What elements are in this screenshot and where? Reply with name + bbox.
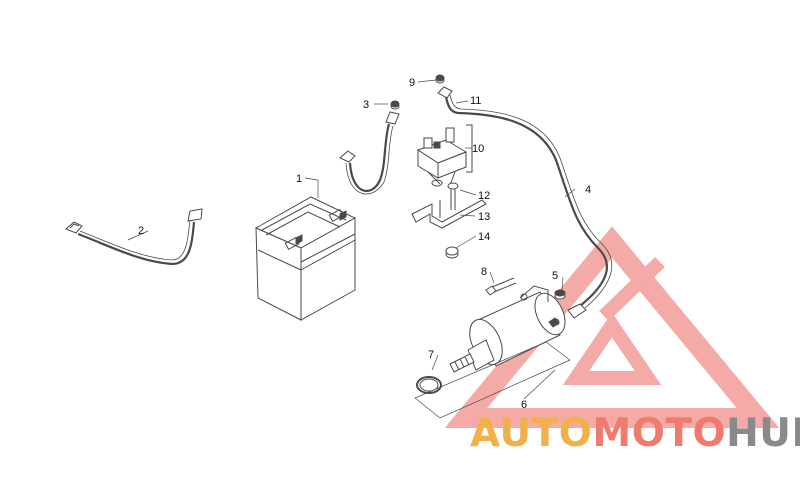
starter-cable xyxy=(438,87,612,318)
watermark-hub: HUB xyxy=(726,411,800,456)
callout-9: 9 xyxy=(409,77,415,89)
callout-6: 6 xyxy=(521,399,527,411)
solenoid-bracket xyxy=(412,200,486,228)
callout-1: 1 xyxy=(296,173,302,185)
battery-positive-cable xyxy=(340,112,399,194)
callout-7: 7 xyxy=(428,349,434,361)
callout-8: 8 xyxy=(481,266,487,278)
callout-numbers: 1 2 3 4 5 6 7 8 9 10 11 12 13 14 xyxy=(138,77,591,411)
callout-3: 3 xyxy=(363,99,369,111)
terminal-nut-left xyxy=(391,101,399,109)
starter-solenoid xyxy=(418,124,473,186)
solenoid-bolt xyxy=(448,183,458,210)
starter-mount-bolt xyxy=(486,278,516,295)
terminal-nut-top xyxy=(436,75,444,83)
starter-terminal-nut xyxy=(555,290,565,299)
callout-2: 2 xyxy=(138,225,144,237)
starter-motor xyxy=(414,286,571,419)
callout-11: 11 xyxy=(470,95,481,107)
callout-5: 5 xyxy=(552,270,558,282)
callout-leader-lines xyxy=(128,80,575,399)
starter-o-ring xyxy=(417,377,441,393)
callout-4: 4 xyxy=(585,184,591,196)
automotohub-watermark: AUTOMOTOHUB xyxy=(470,414,800,453)
callout-13: 13 xyxy=(478,211,490,223)
callout-14: 14 xyxy=(478,231,490,243)
watermark-moto: MOTO xyxy=(592,411,727,456)
callout-10: 10 xyxy=(472,143,484,155)
callout-12: 12 xyxy=(478,190,490,202)
battery-negative-cable xyxy=(66,209,202,264)
battery xyxy=(256,197,355,320)
solenoid-nut xyxy=(446,247,458,258)
watermark-auto: AUTO xyxy=(470,411,593,456)
